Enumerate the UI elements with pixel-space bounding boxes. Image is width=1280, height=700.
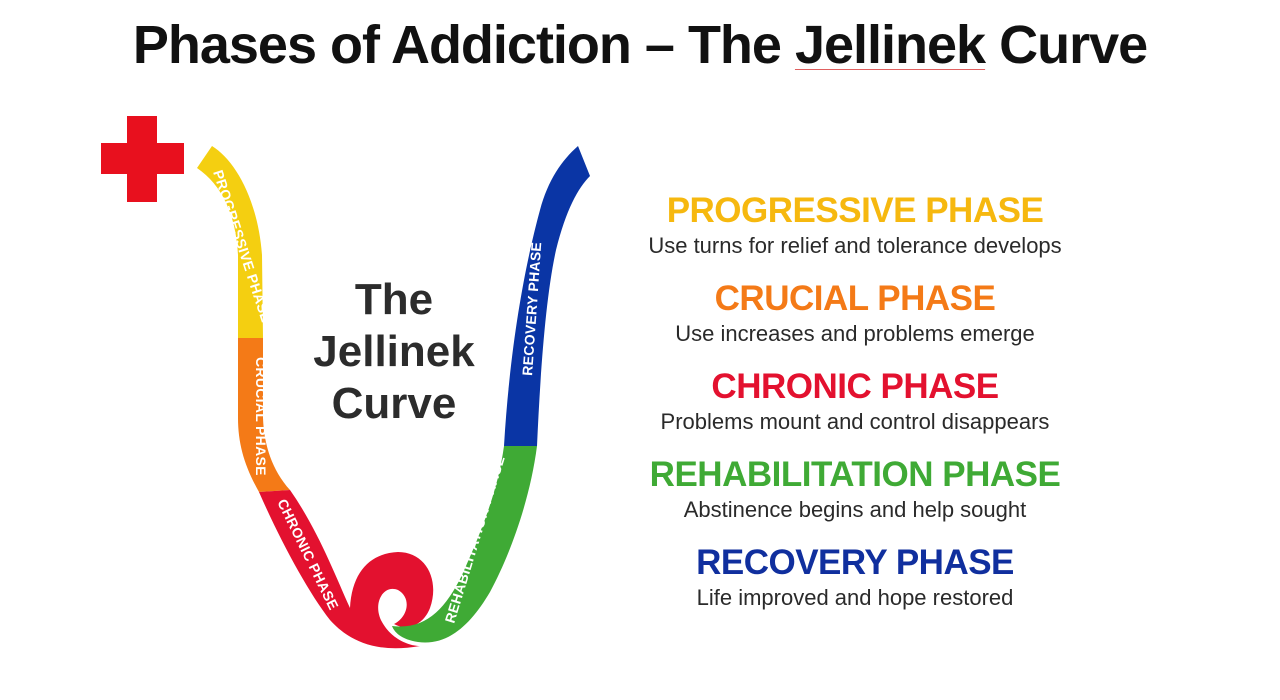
phase-list: PROGRESSIVE PHASE Use turns for relief a… (620, 190, 1090, 630)
center-title-line-3: Curve (331, 379, 457, 428)
phase-name: CRUCIAL PHASE (714, 279, 996, 318)
center-title: The Jellinek Curve (296, 274, 492, 430)
phase-description: Life improved and hope restored (696, 585, 1014, 610)
phase-name: REHABILITATION PHASE (649, 455, 1061, 494)
curve-segment-crucial (238, 338, 290, 492)
page-title-prefix: Phases of Addiction – The (132, 15, 795, 75)
phase-description: Abstinence begins and help sought (683, 497, 1027, 522)
curve-segment-chronic (259, 490, 434, 649)
phase-item-rehabilitation: REHABILITATION PHASE Abstinence begins a… (620, 454, 1090, 542)
phase-item-progressive: PROGRESSIVE PHASE Use turns for relief a… (620, 190, 1090, 278)
phase-description: Problems mount and control disappears (660, 409, 1050, 434)
phase-name: RECOVERY PHASE (696, 543, 1014, 582)
phase-item-chronic: CHRONIC PHASE Problems mount and control… (620, 366, 1090, 454)
page-title: Phases of Addiction – The Jellinek Curve (0, 14, 1280, 76)
phase-description: Use turns for relief and tolerance devel… (648, 233, 1062, 258)
phase-name: PROGRESSIVE PHASE (666, 191, 1044, 230)
phase-name: CHRONIC PHASE (711, 367, 999, 406)
center-title-line-1: The (354, 275, 434, 324)
phase-item-recovery: RECOVERY PHASE Life improved and hope re… (620, 542, 1090, 630)
curve-segment-rehabilitation (392, 446, 537, 643)
curve-label-chronic: CHRONIC PHASE (274, 496, 342, 612)
page-title-suffix: Curve (985, 15, 1148, 75)
curve-label-crucial: CRUCIAL PHASE (253, 357, 269, 476)
phase-item-crucial: CRUCIAL PHASE Use increases and problems… (620, 278, 1090, 366)
center-title-line-2: Jellinek (313, 327, 475, 376)
curve-segment-progressive (197, 146, 263, 338)
red-cross-icon (101, 116, 184, 202)
phase-description: Use increases and problems emerge (675, 321, 1035, 346)
page-title-underlined-word: Jellinek (794, 15, 986, 75)
curve-segment-recovery (504, 146, 590, 446)
